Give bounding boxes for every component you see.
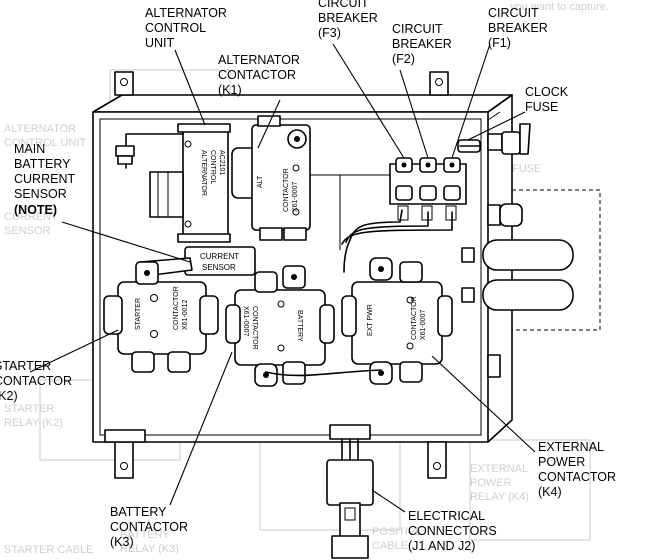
callout-k4-3: (K4) [538, 485, 562, 499]
callout-k1-0: ALTERNATOR [218, 53, 300, 67]
current-sensor: CURRENT SENSOR [184, 246, 256, 276]
main-battery-stud [115, 145, 135, 165]
callout-acu-1: CONTROL [145, 21, 206, 35]
k3-text-0: BATTERY [296, 310, 303, 342]
ghost-text-right-1: EXTERNAL [470, 463, 528, 475]
acu-text-1: CONTROL [209, 150, 216, 184]
k1-text-1: CONTACTOR [283, 168, 290, 212]
callout-k1-2: (K1) [218, 83, 242, 97]
callout-k2-2: (K2) [0, 389, 18, 403]
k4-text-1: CONTACTOR [411, 296, 418, 340]
circuit-breakers [389, 157, 467, 221]
k4-text-0: EXT PWR [367, 304, 374, 336]
callout-sensor-2: CURRENT [14, 172, 75, 186]
callout-f3-1: BREAKER [318, 11, 378, 25]
ghost-text-left-5: RELAY (K2) [4, 417, 63, 429]
callout-sensor-1: BATTERY [14, 157, 71, 171]
callout-circuit-breaker-f3: CIRCUIT BREAKER (F3) [318, 0, 378, 40]
battery-contactor-k3: X61-0007 CONTACTOR BATTERY [225, 265, 335, 387]
ghost-text-left-4: STARTER [4, 403, 54, 415]
callout-sensor-3: SENSOR [14, 187, 67, 201]
callout-acu-0: ALTERNATOR [145, 6, 227, 20]
callout-circuit-breaker-f2: CIRCUIT BREAKER (F2) [392, 22, 452, 66]
k1-text-2: X61-0007 [292, 182, 299, 212]
callout-k4-2: CONTACTOR [538, 470, 616, 484]
callout-f1-2: (F1) [488, 36, 511, 50]
callout-connectors-0: ELECTRICAL [408, 509, 485, 523]
callout-clock-fuse-0: CLOCK [525, 85, 569, 99]
ghost-text-left-3: SENSOR [4, 225, 51, 237]
starter-contactor-k2: STARTER CONTACTOR X61-0012 [103, 261, 219, 373]
callout-circuit-breaker-f1: CIRCUIT BREAKER (F1) [488, 6, 548, 50]
callout-f3-0: CIRCUIT [318, 0, 369, 10]
alternator-contactor-k1: ALT CONTACTOR X61-0007 [231, 115, 311, 241]
callout-main-battery-current-sensor: MAIN BATTERY CURRENT SENSOR (NOTE) [14, 142, 75, 217]
callout-k4-1: POWER [538, 455, 585, 469]
k4-text-2: X61-0007 [420, 310, 427, 340]
callout-electrical-connectors: ELECTRICAL CONNECTORS (J1 AND J2) [408, 509, 497, 553]
ghost-text-left-0: ALTERNATOR [4, 123, 76, 135]
current-sensor-text-1: SENSOR [202, 263, 236, 272]
ghost-text-left-1: CONTROL UNIT [4, 137, 86, 149]
alternator-control-unit: ALTERNATOR CONTROL AC2101 [149, 123, 231, 243]
current-sensor-text-0: CURRENT [200, 252, 239, 261]
callout-k2-0: STARTER [0, 359, 51, 373]
callout-f1-0: CIRCUIT [488, 6, 539, 20]
ghost-text-right-0: FUSE [512, 163, 541, 175]
external-power-contactor-k4: EXT PWR CONTACTOR X61-0007 [341, 257, 453, 385]
callout-f2-1: BREAKER [392, 37, 452, 51]
ghost-text-bottom-1: BATTERY [120, 529, 170, 541]
callout-f1-1: BREAKER [488, 21, 548, 35]
electrical-connectors [326, 424, 374, 559]
callout-connectors-2: (J1 AND J2) [408, 539, 475, 553]
callout-alternator-control-unit: ALTERNATOR CONTROL UNIT [145, 6, 227, 50]
k1-text-0: ALT [257, 175, 264, 188]
k2-text-1: CONTACTOR [173, 286, 180, 330]
callout-f3-2: (F3) [318, 26, 341, 40]
callout-leaders [29, 43, 536, 513]
callout-f2-0: CIRCUIT [392, 22, 443, 36]
clock-fuse [457, 139, 481, 153]
k3-text-2: X61-0007 [242, 306, 249, 336]
callout-connectors-1: CONNECTORS [408, 524, 497, 538]
callout-k2-1: CONTACTOR [0, 374, 72, 388]
k2-text-0: STARTER [135, 298, 142, 330]
ghost-text-bottom-2: RELAY (K3) [120, 543, 179, 555]
k2-text-2: X61-0012 [182, 300, 189, 330]
acu-text-2: AC2101 [218, 150, 225, 175]
callout-starter-contactor: STARTER CONTACTOR (K2) [0, 359, 72, 403]
callout-sensor-0: MAIN [14, 142, 45, 156]
right-side-studs [461, 123, 574, 378]
callout-k4-0: EXTERNAL [538, 440, 604, 454]
ghost-text-right-4: POSITIVE [372, 526, 423, 538]
ghost-text-left-2: CURRENT [4, 211, 58, 223]
ghost-text-right-2: POWER [470, 477, 512, 489]
wiring-harness [310, 174, 453, 273]
callout-clock-fuse: CLOCK FUSE [525, 85, 569, 114]
callout-battery-contactor: BATTERY CONTACTOR (K3) [110, 505, 188, 549]
callout-f2-2: (F2) [392, 52, 415, 66]
callout-alternator-contactor: ALTERNATOR CONTACTOR (K1) [218, 53, 300, 97]
mounting-tabs [104, 71, 449, 479]
callout-external-power-contactor: EXTERNAL POWER CONTACTOR (K4) [538, 440, 616, 499]
callout-acu-2: UNIT [145, 36, 175, 50]
ghost-text-right-5: CABLE [372, 540, 408, 552]
callout-sensor-note: (NOTE) [14, 203, 57, 217]
battery-to-ext-power-link [265, 369, 382, 377]
ghost-text-top-right: you want to capture. [510, 1, 609, 13]
callout-k3-1: CONTACTOR [110, 520, 188, 534]
ghost-text-right-3: RELAY (K4) [470, 491, 529, 503]
callout-k3-2: (K3) [110, 535, 134, 549]
ghost-text-bottom-0: STARTER CABLE [4, 544, 93, 556]
acu-text-0: ALTERNATOR [200, 150, 207, 196]
k3-text-1: CONTACTOR [251, 306, 258, 350]
callout-clock-fuse-1: FUSE [525, 100, 558, 114]
callout-k1-1: CONTACTOR [218, 68, 296, 82]
callout-k3-0: BATTERY [110, 505, 167, 519]
